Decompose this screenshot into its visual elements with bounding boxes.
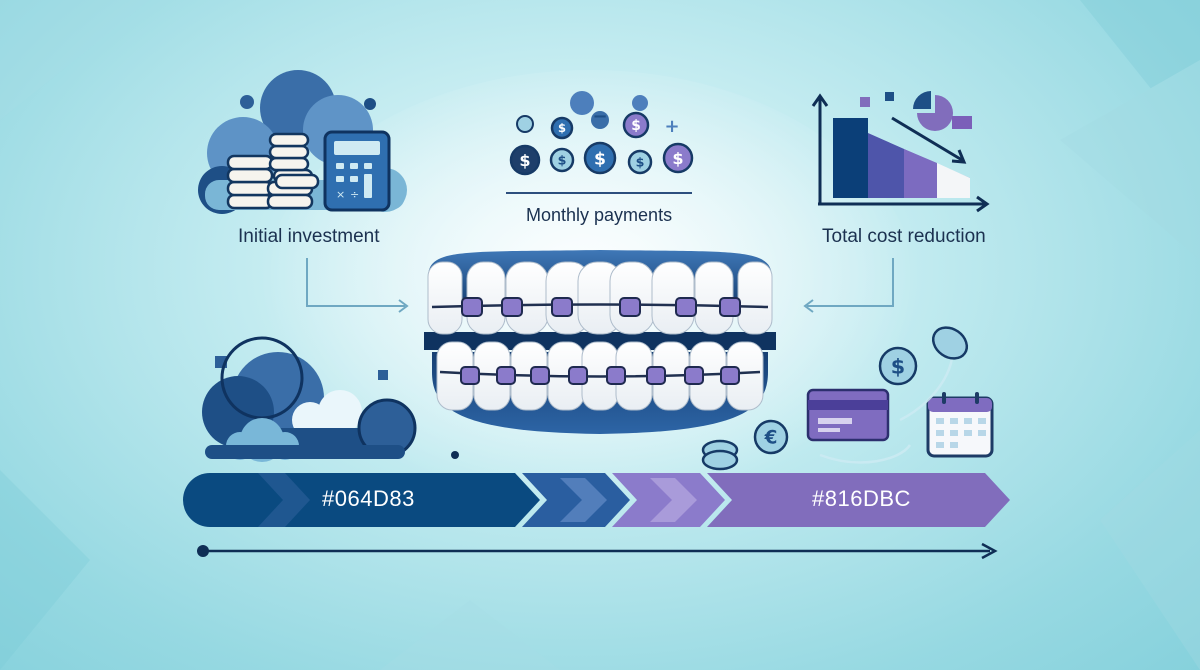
time-axis-arrow [197, 542, 998, 560]
bracket [496, 366, 516, 385]
tooth [737, 261, 773, 335]
left-cloud-decoration [202, 336, 417, 462]
bracket [646, 366, 666, 385]
timeline-bar [183, 473, 1010, 527]
timeline-chevron [522, 473, 630, 527]
bracket [461, 297, 483, 317]
bracket [675, 297, 697, 317]
monthly-payments-illustration: $ $ $ $ $ $ $ − + [506, 91, 694, 194]
dollar-coin-icon: $ [622, 111, 650, 139]
dollar-coin-icon: $ [509, 144, 541, 176]
svg-text:$: $ [558, 153, 567, 168]
svg-text:$: $ [891, 355, 905, 379]
bracket [501, 297, 523, 317]
dollar-coin-icon: $ [878, 346, 918, 386]
svg-text:$: $ [594, 149, 606, 169]
tooth [427, 261, 463, 335]
label-initial-investment: Initial investment [238, 226, 380, 247]
bracket [606, 366, 626, 385]
svg-text:$: $ [519, 151, 530, 170]
svg-text:$: $ [636, 155, 645, 170]
euro-coin-icon: € [753, 419, 789, 455]
label-monthly-payments: Monthly payments [526, 205, 673, 225]
square-deco [860, 97, 870, 107]
timeline-start-color-label: #064D83 [322, 486, 415, 511]
svg-text:$: $ [631, 118, 641, 134]
calendar-icon [926, 392, 994, 458]
credit-card-icon [806, 388, 890, 442]
bracket [720, 366, 740, 385]
timeline-segment-end [707, 473, 1010, 527]
bracket [551, 297, 573, 317]
svg-text:÷: ÷ [350, 188, 359, 201]
coin-deco [701, 449, 739, 471]
label-total-cost-reduction: Total cost reduction [822, 226, 986, 247]
dot-deco [451, 451, 459, 459]
svg-text:×: × [336, 188, 345, 201]
calculator-icon: × ÷ [323, 130, 391, 212]
math-symbol: + [664, 116, 679, 137]
total-cost-reduction-illustration [811, 91, 990, 213]
dollar-coin-icon: $ [583, 141, 617, 175]
dollar-coin-icon: $ [627, 149, 653, 175]
svg-text:$: $ [558, 121, 566, 135]
bracket [719, 297, 741, 317]
timeline-chevron [612, 473, 725, 527]
dollar-coin-icon: $ [662, 142, 694, 174]
svg-text:€: € [764, 428, 778, 449]
declining-bar-chart-icon [811, 93, 990, 213]
bracket [460, 366, 480, 385]
coin-deco [931, 326, 969, 360]
dollar-coin-icon: $ [549, 147, 575, 173]
dollar-coin-icon: $ [550, 116, 574, 140]
math-symbol: − [592, 106, 607, 127]
bracket [568, 366, 588, 385]
square-deco [885, 92, 894, 101]
initial-investment-illustration: × ÷ [198, 70, 407, 214]
coin-deco [516, 115, 534, 133]
bracket [619, 297, 641, 317]
connector-lines [306, 258, 894, 313]
bracket [684, 366, 704, 385]
payment-methods-illustration: $€ [701, 326, 994, 471]
pie-chart-icon [913, 91, 972, 131]
svg-text:$: $ [672, 149, 683, 168]
coin-stack-icon [226, 132, 320, 210]
dental-braces-icon [424, 250, 776, 434]
bracket [530, 366, 550, 385]
timeline-end-color-label: #816DBC [812, 486, 911, 511]
